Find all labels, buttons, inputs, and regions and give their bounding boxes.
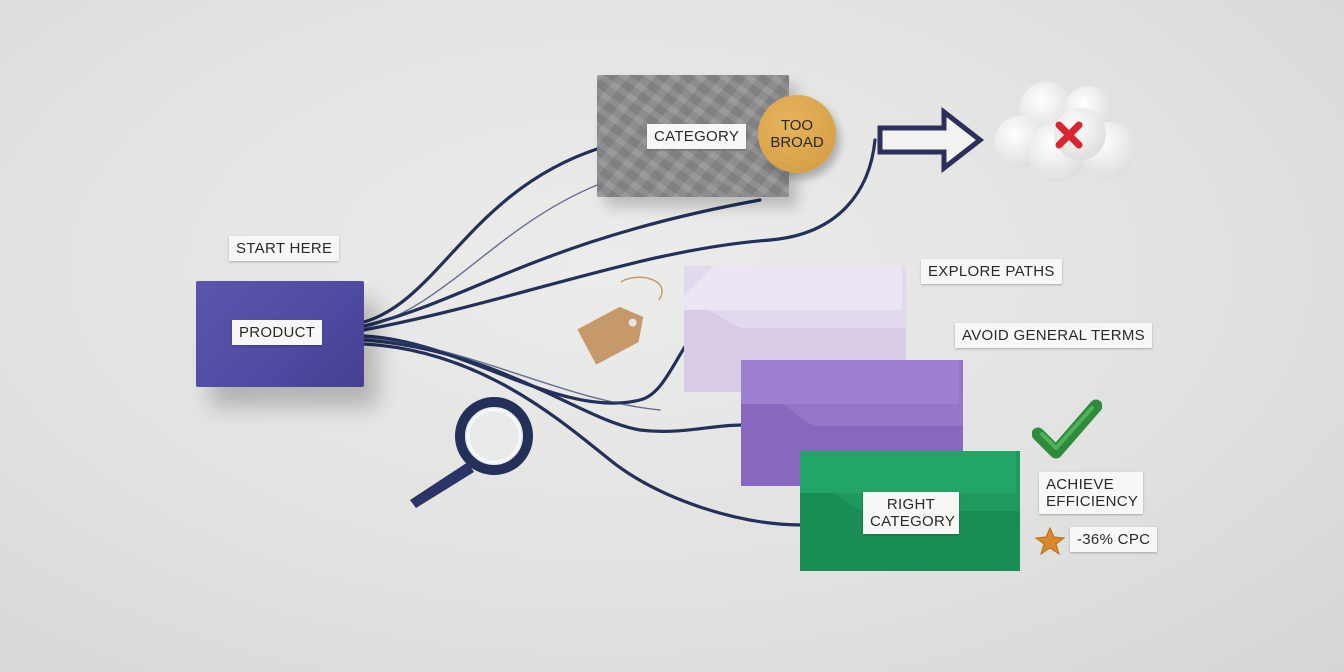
string-to-mid-envelope xyxy=(362,338,744,433)
string-to-category-bottom xyxy=(362,198,762,328)
too-broad-badge: TOO BROAD xyxy=(758,95,836,173)
string-to-category-top xyxy=(362,146,602,324)
achieve-efficiency-line2: EFFICIENCY xyxy=(1046,493,1139,510)
avoid-general-terms-label: AVOID GENERAL TERMS xyxy=(955,323,1152,348)
achieve-efficiency-line1: ACHIEVE xyxy=(1046,476,1114,493)
checkmark-icon xyxy=(1032,399,1102,459)
star-icon xyxy=(1034,526,1066,556)
achieve-efficiency-label: ACHIEVE EFFICIENCY xyxy=(1039,472,1143,514)
price-tag-icon xyxy=(577,276,663,365)
magnifier-icon xyxy=(410,397,533,508)
right-category-label: RIGHT CATEGORY xyxy=(863,492,959,534)
product-label: PRODUCT xyxy=(232,320,323,345)
cpc-label: -36% CPC xyxy=(1070,527,1158,552)
arrow-right-icon xyxy=(877,106,985,174)
too-broad-line1: TOO xyxy=(780,117,814,134)
right-category-line1: RIGHT xyxy=(886,496,936,513)
string-to-arrow xyxy=(362,138,877,332)
right-category-line2: CATEGORY xyxy=(870,513,956,530)
too-broad-line2: BROAD xyxy=(770,134,824,151)
category-label: CATEGORY xyxy=(647,124,747,149)
start-here-label: START HERE xyxy=(229,236,340,261)
string-to-green-envelope xyxy=(362,342,804,527)
explore-paths-label: EXPLORE PATHS xyxy=(921,259,1062,284)
x-mark-icon xyxy=(1055,121,1083,149)
